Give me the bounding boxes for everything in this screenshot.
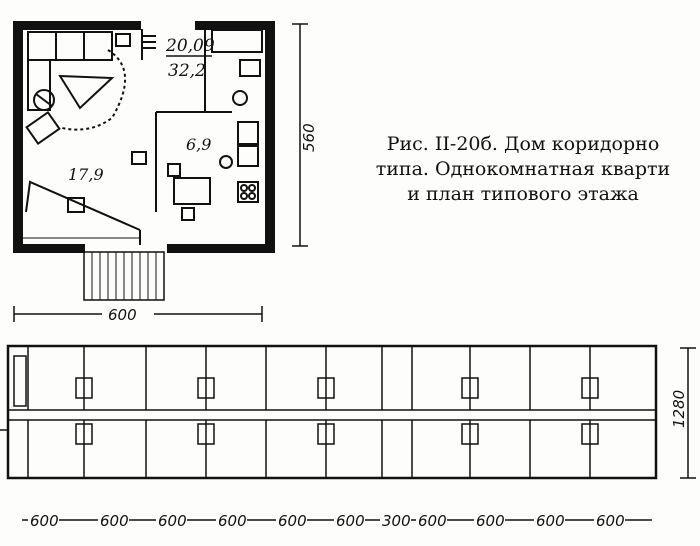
left-wall (13, 21, 23, 253)
building-outline (6, 344, 658, 480)
typical-floor-plan (0, 344, 658, 480)
bath-block-icon (461, 377, 479, 399)
bath-block-icon (197, 377, 215, 399)
apartment-dimensions (13, 23, 308, 322)
bottom-dimension-label: 600 (30, 512, 59, 530)
area-numerator: 20,09 (165, 36, 215, 56)
bottom-dimension-label: 600 (100, 512, 129, 530)
figure-caption: Рис. II-20б. Дом коридорно типа. Одноком… (346, 132, 700, 207)
bathtub (211, 29, 263, 53)
top-wall-right (195, 21, 275, 30)
apartment-width-label: 600 (108, 306, 137, 324)
bath-block-icon (461, 423, 479, 445)
bottom-dimension-label: 600 (336, 512, 365, 530)
right-wall (265, 21, 275, 253)
bath-block-icon (75, 423, 93, 445)
sofa-side (27, 59, 51, 111)
bath-block-icon (197, 423, 215, 445)
top-wall-left (13, 21, 141, 30)
spiral-stair-icon (33, 89, 55, 111)
kitchen-table (173, 177, 211, 205)
fridge (237, 121, 259, 145)
apartment-height-label: 560 (300, 123, 318, 152)
bath-block-icon (75, 377, 93, 399)
caption-line-2: типа. Однокомнатная кварти (375, 158, 671, 180)
bottom-dimension-label: 600 (278, 512, 307, 530)
bath-block-icon (581, 423, 599, 445)
bottom-dimension-label: 600 (536, 512, 565, 530)
bath-block-icon (317, 423, 335, 445)
bath-block-icon (581, 377, 599, 399)
bed-outline (25, 180, 141, 231)
bottom-dimension-label: 300 (382, 512, 411, 530)
caption-line-3: и план типового этажа (407, 183, 639, 205)
area-denominator: 32,2 (168, 61, 206, 81)
bottom-wall-left (13, 244, 85, 253)
bottom-wall-right (167, 244, 275, 253)
curved-screen (61, 49, 126, 131)
floor-dimensions (22, 347, 696, 521)
floor-height-label: 1280 (670, 390, 688, 428)
stove (237, 181, 259, 203)
chair-icon (131, 151, 147, 165)
armchair (25, 110, 61, 146)
bath-block-icon (317, 377, 335, 399)
triangle-table (58, 74, 115, 110)
toilet-icon (232, 90, 248, 106)
bottom-dimension-label: 600 (596, 512, 625, 530)
bottom-dimension-label: 600 (218, 512, 247, 530)
unit-walls (27, 346, 591, 478)
living-room-area-label: 17,9 (68, 165, 104, 184)
sofa (27, 31, 113, 61)
kitchen-area-label: 6,9 (186, 135, 211, 154)
sink (239, 59, 261, 77)
apartment-plan (13, 21, 275, 301)
caption-line-1: Рис. II-20б. Дом коридорно (386, 133, 660, 155)
bottom-dimension-label: 600 (476, 512, 505, 530)
bottom-dimension-label: 600 (158, 512, 187, 530)
bottom-dimension-label: 600 (418, 512, 447, 530)
bottom-dimension-labels: 600 600 600 600 600 600 300 600 600 600 600 (28, 512, 625, 530)
end-staircase (13, 355, 27, 407)
stair-marks (75, 377, 599, 445)
